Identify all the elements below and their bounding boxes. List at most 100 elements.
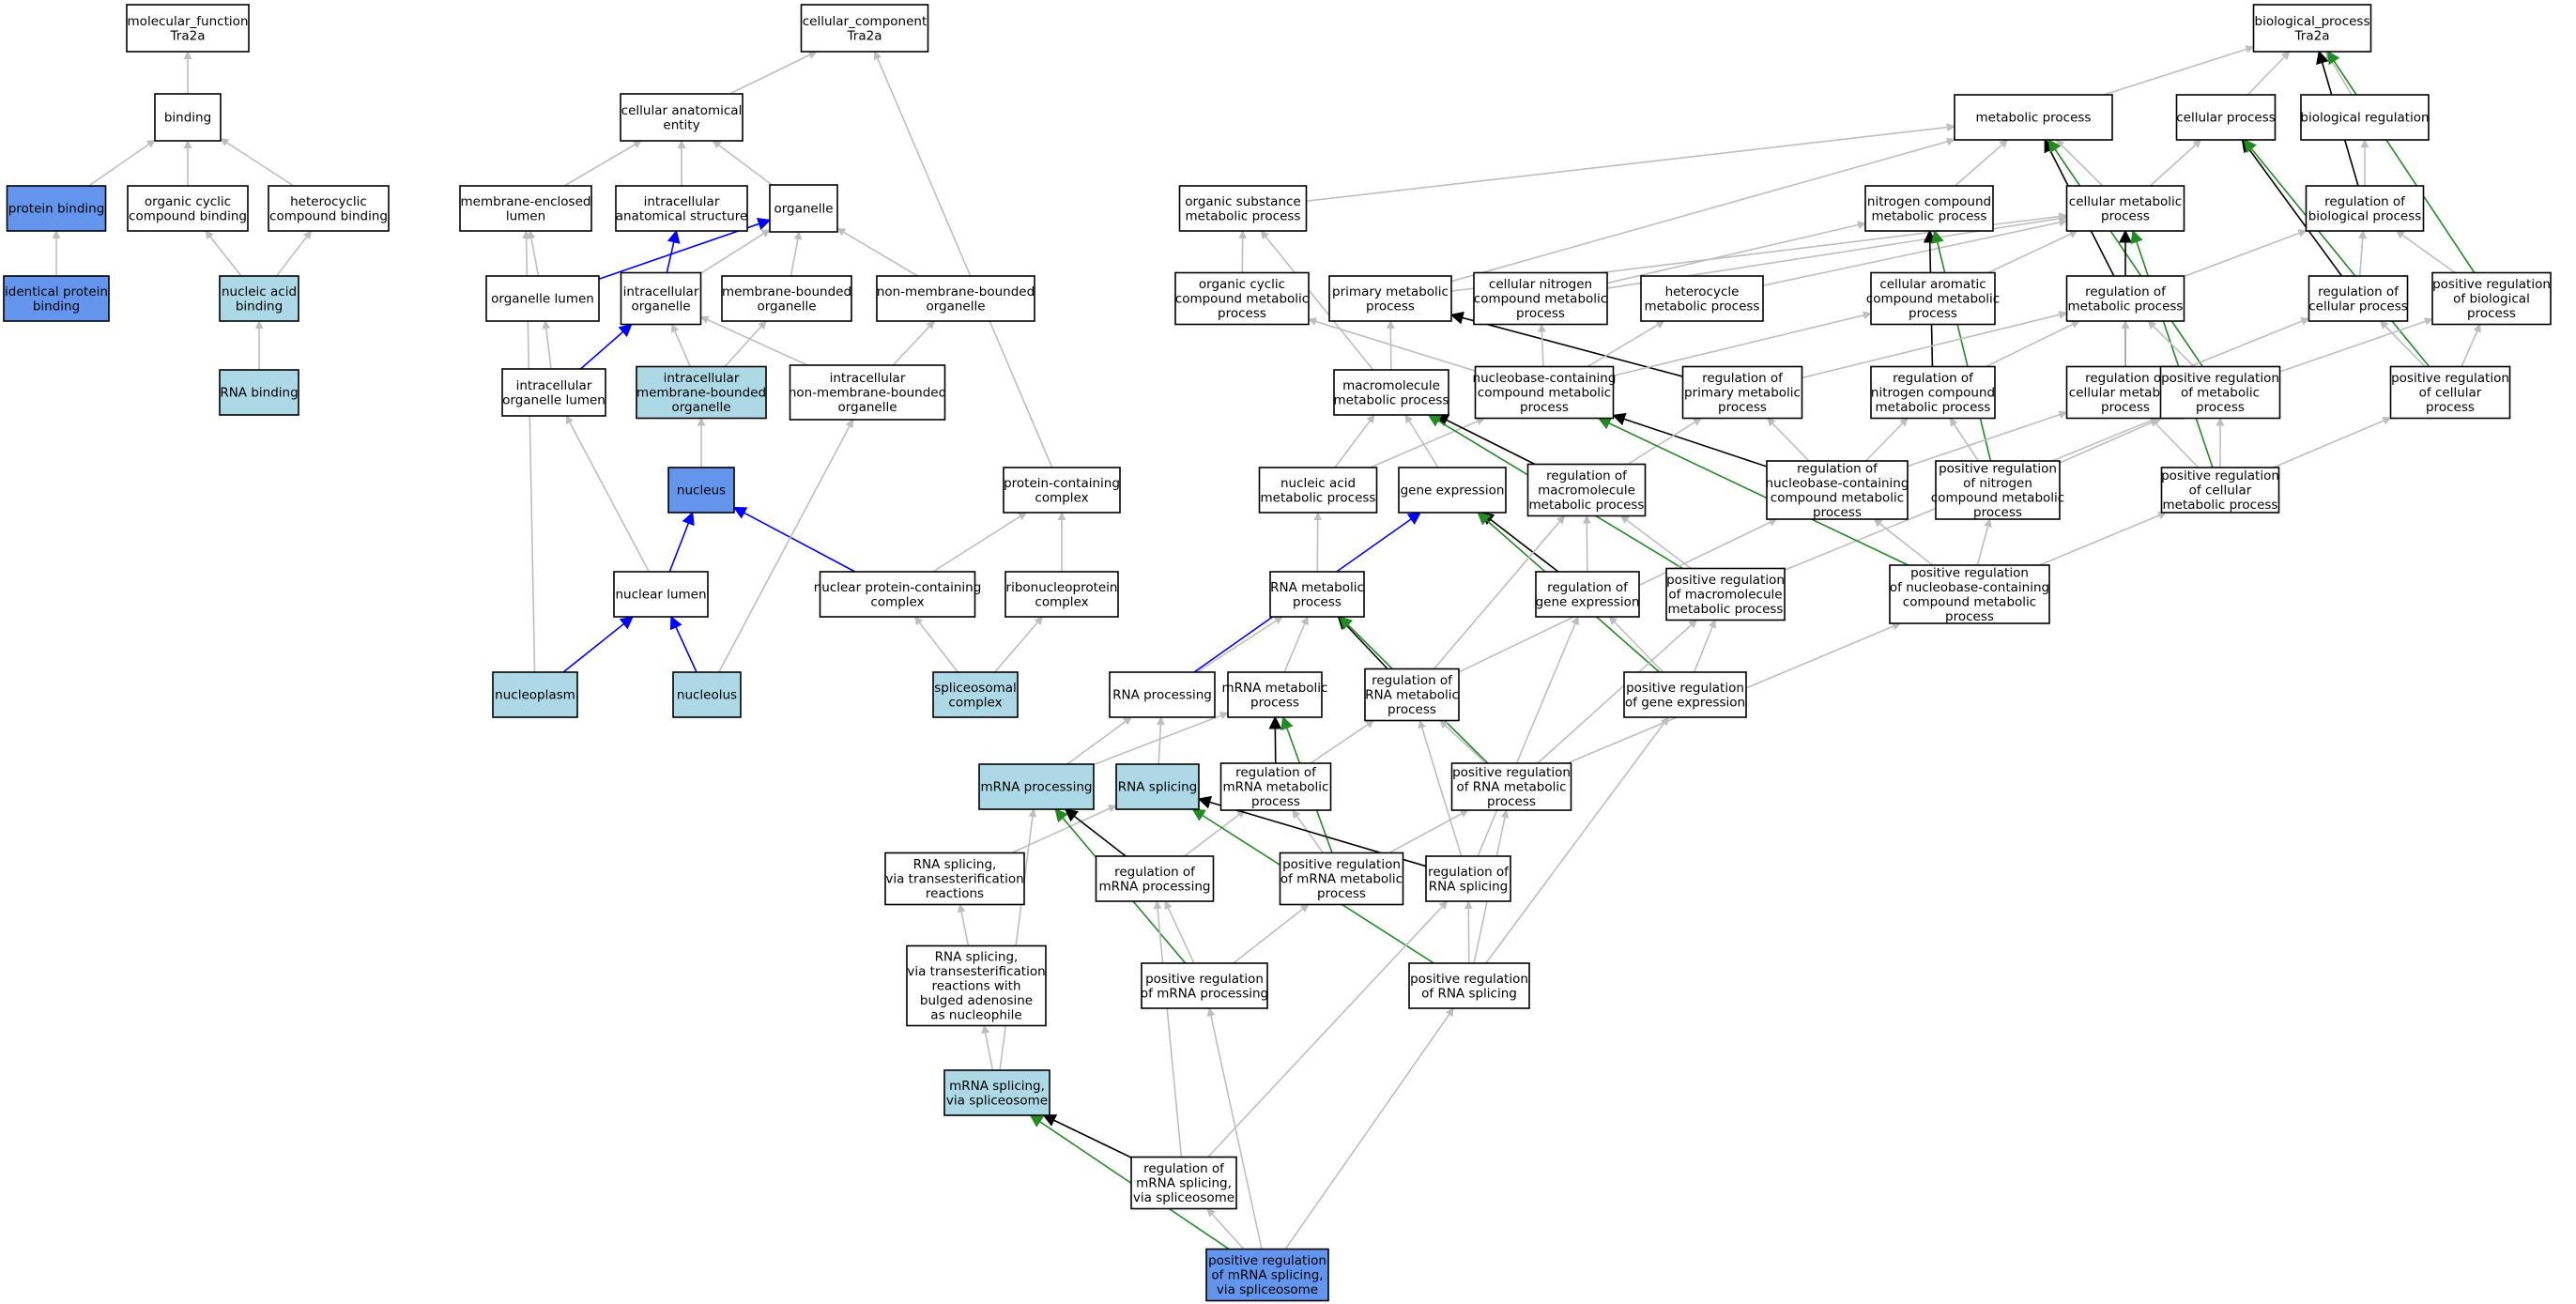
term-label-line: nuclear lumen xyxy=(615,588,706,603)
term-node-binding[interactable]: binding xyxy=(154,93,222,142)
term-label-line: process xyxy=(2101,400,2150,415)
term-node-nucleolus[interactable]: nucleolus xyxy=(672,671,742,718)
term-label-line: biological process xyxy=(2308,208,2422,223)
edge-is-a-prmp-to-rmp xyxy=(2147,320,2195,368)
term-label-line: non-membrane-bounded xyxy=(877,284,1035,299)
term-label-line: metabolic process xyxy=(1668,602,1784,617)
term-label-line: compound metabolic xyxy=(1175,292,1309,307)
term-node-nlumen[interactable]: nuclear lumen xyxy=(613,571,709,618)
term-label: biological regulation xyxy=(2300,111,2429,126)
term-box xyxy=(1258,467,1378,514)
term-node-organelle[interactable]: organelle xyxy=(769,184,838,233)
edge-is-a-cmp-to-cp xyxy=(2149,139,2202,187)
term-node-ge[interactable]: gene expression xyxy=(1398,467,1507,514)
term-node-br[interactable]: biological regulation xyxy=(2300,94,2430,141)
edge-regulates-rmrnaproc-to-mrnaproc xyxy=(1064,808,1127,857)
term-label-line: RNA splicing, xyxy=(935,950,1019,965)
term-node-protein_binding[interactable]: protein binding xyxy=(6,185,107,232)
term-node-msvs[interactable]: mRNA splicing,via spliceosome xyxy=(943,1069,1050,1116)
term-node-nucleus[interactable]: nucleus xyxy=(667,467,735,514)
term-node-mp[interactable]: metabolic process xyxy=(1954,94,2113,141)
edge-is-a-mrnaproc-to-mrnamp xyxy=(1093,712,1229,766)
term-node-mrnaproc[interactable]: mRNA processing xyxy=(978,763,1095,810)
term-label-line: positive regulation xyxy=(1626,681,1744,696)
term-node-rnaproc[interactable]: RNA processing xyxy=(1109,671,1216,718)
term-box xyxy=(884,851,1025,906)
term-node-olumen[interactable]: organelle lumen xyxy=(485,275,600,322)
term-node-cp[interactable]: cellular process xyxy=(2175,94,2277,141)
term-label-line: RNA metabolic xyxy=(1365,688,1459,703)
term-box xyxy=(1408,962,1530,1009)
term-label-line: via spliceosome xyxy=(1133,1190,1234,1205)
term-box xyxy=(667,467,735,514)
term-node-rnab[interactable]: RNA binding xyxy=(219,369,299,416)
term-node-rnasplicing[interactable]: RNA splicing xyxy=(1115,763,1200,810)
term-node-nucleoplasm[interactable]: nucleoplasm xyxy=(492,671,578,718)
term-label-line: process xyxy=(1516,306,1565,321)
term-label-line: positive regulation xyxy=(1666,573,1785,588)
